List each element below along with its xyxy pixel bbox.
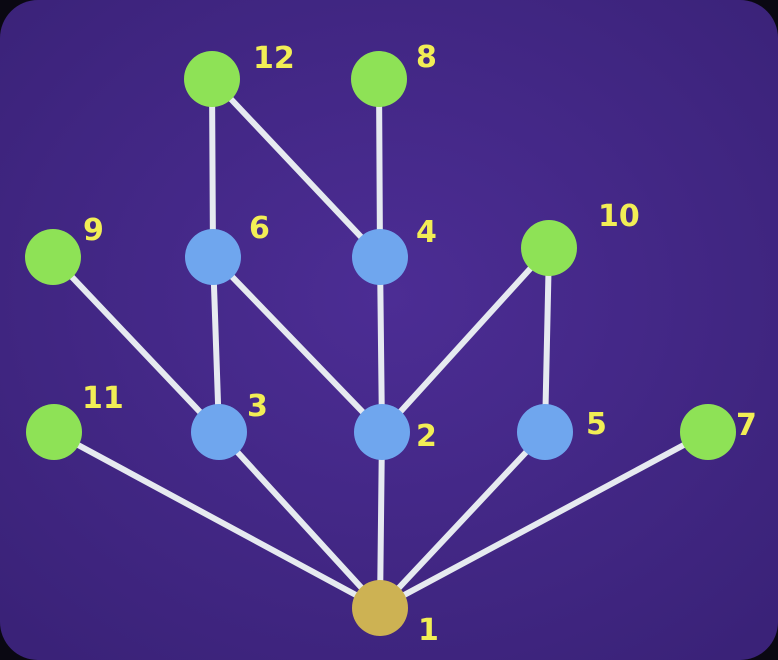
node-11 <box>26 404 82 460</box>
node-8 <box>351 51 407 107</box>
edge-1-3 <box>216 429 383 611</box>
edge-2-6 <box>210 254 385 435</box>
nodes-layer <box>25 51 736 636</box>
node-9 <box>25 229 81 285</box>
edge-1-11 <box>51 429 383 611</box>
edge-1-7 <box>377 429 711 611</box>
edge-2-10 <box>379 245 552 435</box>
edge-1-5 <box>377 429 548 611</box>
edge-3-9 <box>50 254 222 435</box>
node-label-1: 1 <box>418 613 439 648</box>
edges-layer <box>50 76 711 611</box>
edge-5-10 <box>542 245 552 435</box>
edge-4-8 <box>376 76 383 260</box>
node-12 <box>184 51 240 107</box>
node-label-2: 2 <box>416 419 437 454</box>
node-3 <box>191 404 247 460</box>
node-label-6: 6 <box>249 211 270 246</box>
node-label-11: 11 <box>82 381 124 416</box>
node-1 <box>352 580 408 636</box>
node-7 <box>680 404 736 460</box>
edge-4-12 <box>209 76 383 260</box>
node-10 <box>521 220 577 276</box>
node-5 <box>517 404 573 460</box>
node-label-4: 4 <box>416 215 437 250</box>
node-4 <box>352 229 408 285</box>
edge-1-2 <box>377 429 385 611</box>
node-label-9: 9 <box>83 213 104 248</box>
node-6 <box>185 229 241 285</box>
node-label-8: 8 <box>416 40 437 75</box>
node-label-12: 12 <box>253 41 295 76</box>
edge-6-12 <box>209 76 216 260</box>
edge-2-4 <box>377 254 385 435</box>
node-label-10: 10 <box>598 199 640 234</box>
node-2 <box>354 404 410 460</box>
edge-3-6 <box>210 254 222 435</box>
node-label-5: 5 <box>586 407 607 442</box>
node-label-7: 7 <box>736 408 757 443</box>
node-label-3: 3 <box>247 389 268 424</box>
